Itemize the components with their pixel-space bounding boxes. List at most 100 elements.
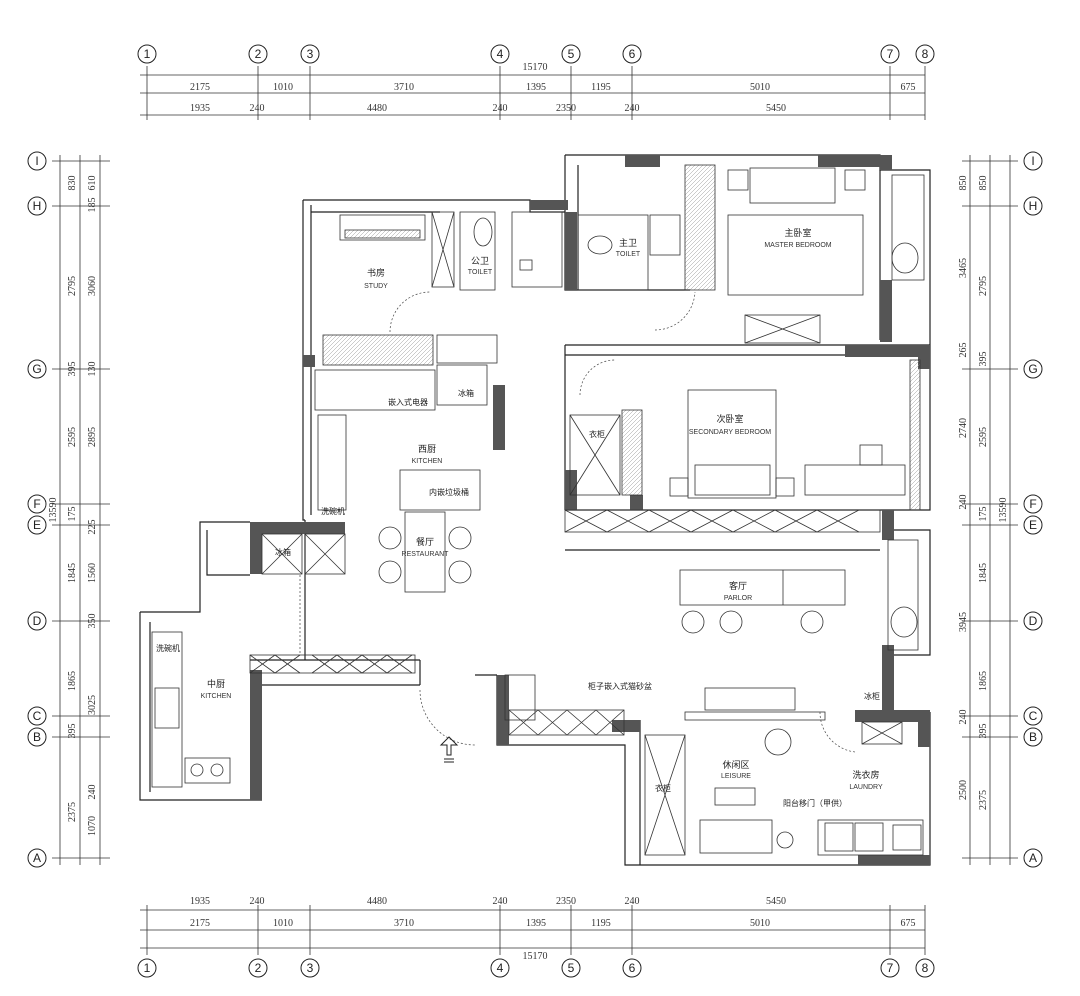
- svg-text:1865: 1865: [978, 671, 989, 691]
- grid-col-top-2: 2: [255, 47, 262, 61]
- svg-text:185: 185: [87, 198, 98, 213]
- grid-row-right-G-circle: [1023, 359, 1043, 379]
- grid-row-left-C: C: [33, 709, 42, 723]
- grid-row-left-I: I: [35, 154, 38, 168]
- grid-row-right-A: A: [1029, 851, 1037, 865]
- dimension-lines: [59, 74, 1011, 949]
- grid-row-left-F-circle: [27, 494, 47, 514]
- grid-col-top-8: 8: [922, 47, 929, 61]
- grid-col-top-7-circle: [880, 44, 900, 64]
- svg-text:1845: 1845: [978, 563, 989, 583]
- entry-arrow-icon: [439, 736, 459, 763]
- leisure-label: 休闲区: [722, 759, 749, 771]
- study-label: 书房: [367, 267, 385, 279]
- svg-text:2350: 2350: [556, 896, 576, 907]
- grid-row-right-I-circle: [1023, 151, 1043, 171]
- wardrobe-label-2: 衣柜: [655, 783, 671, 793]
- dim-row2-top: 1935 240 4480 240 2350 240 5450: [190, 103, 786, 114]
- leisure-label-en: LEISURE: [721, 773, 751, 780]
- svg-text:395: 395: [67, 362, 78, 377]
- cabinet-row-crosses: [564, 509, 860, 533]
- svg-text:395: 395: [67, 724, 78, 739]
- western-kitchen-label-en: KITCHEN: [412, 458, 443, 465]
- grid-col-bottom-7-circle: [880, 958, 900, 978]
- grid-row-left-G-circle: [27, 359, 47, 379]
- svg-text:240: 240: [625, 103, 640, 114]
- grid-col-bottom-1-circle: [137, 958, 157, 978]
- svg-text:675: 675: [901, 82, 916, 93]
- svg-text:2740: 2740: [958, 418, 969, 438]
- svg-text:4480: 4480: [367, 103, 387, 114]
- svg-text:13590: 13590: [998, 498, 1009, 523]
- grid-col-bottom-2-circle: [248, 958, 268, 978]
- grid-row-left-H-circle: [27, 196, 47, 216]
- svg-text:830: 830: [67, 176, 78, 191]
- fridge-label: 冰箱: [458, 388, 474, 398]
- grid-col-bottom-2: 2: [255, 961, 262, 975]
- grid-row-right-E-circle: [1023, 515, 1043, 535]
- svg-text:1195: 1195: [591, 82, 611, 93]
- grid-col-bottom-5-circle: [561, 958, 581, 978]
- grid-col-bottom-4: 4: [497, 961, 504, 975]
- balcony-door-label: 阳台移门（甲供）: [783, 798, 847, 808]
- svg-text:240: 240: [625, 896, 640, 907]
- western-kitchen-label: 西厨: [418, 444, 436, 455]
- svg-text:175: 175: [67, 507, 78, 522]
- svg-text:240: 240: [87, 785, 98, 800]
- svg-text:2795: 2795: [978, 276, 989, 296]
- grid-col-bottom-4-circle: [490, 958, 510, 978]
- svg-text:2375: 2375: [978, 790, 989, 810]
- grid-row-right-G: G: [1028, 362, 1037, 376]
- svg-text:3710: 3710: [394, 82, 414, 93]
- svg-text:1845: 1845: [67, 563, 78, 583]
- svg-text:3945: 3945: [958, 612, 969, 632]
- grid-row-right-H: H: [1029, 199, 1038, 213]
- grid-row-left-D-circle: [27, 611, 47, 631]
- svg-text:3060: 3060: [87, 276, 98, 296]
- dim-row2-bottom: 1935 240 4480 240 2350 240 5450: [190, 896, 786, 907]
- svg-text:5010: 5010: [750, 82, 770, 93]
- svg-text:1395: 1395: [526, 918, 546, 929]
- svg-text:2350: 2350: [556, 103, 576, 114]
- dim-left: 13590 830 2795 395 2595 175 1845 1865 39…: [48, 176, 98, 837]
- master-toilet-label: 主卫: [619, 237, 637, 249]
- svg-text:240: 240: [250, 896, 265, 907]
- grid-row-left-H: H: [33, 199, 42, 213]
- grid-col-bottom-1: 1: [144, 961, 151, 975]
- parlor-label-en: PARLOR: [724, 595, 752, 602]
- svg-text:225: 225: [87, 520, 98, 535]
- grid-row-right-D-circle: [1023, 611, 1043, 631]
- svg-text:2500: 2500: [958, 780, 969, 800]
- svg-text:240: 240: [493, 896, 508, 907]
- svg-text:1070: 1070: [87, 816, 98, 836]
- restaurant-label-en: RESTAURANT: [402, 551, 450, 558]
- grid-row-left-I-circle: [27, 151, 47, 171]
- public-toilet-label: 公卫: [471, 256, 489, 267]
- built-in-appliance-label: 嵌入式电器: [388, 397, 428, 407]
- walls-solid: [250, 155, 930, 865]
- svg-text:3025: 3025: [87, 695, 98, 715]
- svg-text:13590: 13590: [48, 498, 59, 523]
- grid-col-top-4-circle: [490, 44, 510, 64]
- svg-text:130: 130: [87, 362, 98, 377]
- grid-col-bottom-8: 8: [922, 961, 929, 975]
- svg-text:2175: 2175: [190, 918, 210, 929]
- svg-text:1560: 1560: [87, 563, 98, 583]
- master-bedroom-label-en: MASTER BEDROOM: [764, 242, 831, 249]
- grid-col-bottom-6: 6: [629, 961, 636, 975]
- study-label-en: STUDY: [364, 283, 388, 290]
- chinese-kitchen-label: 中厨: [207, 678, 225, 690]
- grid-col-top-4: 4: [497, 47, 504, 61]
- dishwasher-label-2: 洗碗机: [156, 643, 180, 653]
- dim-total-top: 15170: [523, 62, 548, 73]
- dim-row1-bottom: 2175 1010 3710 1395 1195 5010 675: [190, 918, 916, 929]
- svg-text:1195: 1195: [591, 918, 611, 929]
- grid-row-right-F-circle: [1023, 494, 1043, 514]
- svg-text:395: 395: [978, 352, 989, 367]
- doors: [299, 291, 856, 753]
- cabinet-note-label: 柜子嵌入式猫砂盆: [588, 681, 652, 691]
- grid-col-bottom-8-circle: [915, 958, 935, 978]
- svg-text:5010: 5010: [750, 918, 770, 929]
